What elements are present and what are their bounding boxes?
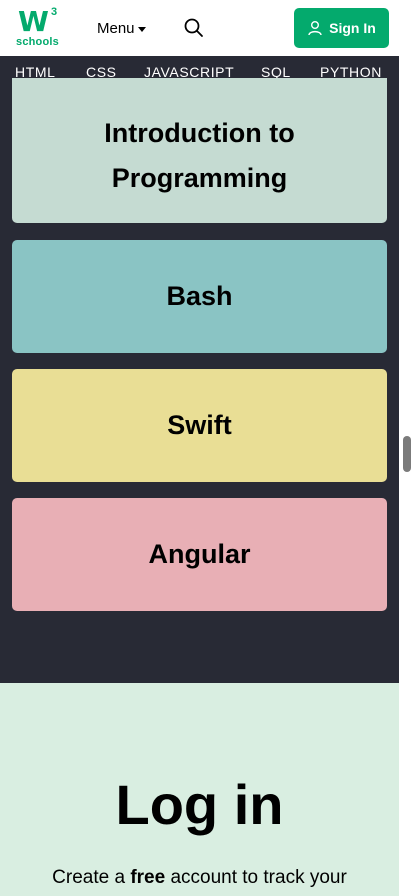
login-subtitle: Create a free account to track your xyxy=(0,864,399,892)
course-card-angular[interactable]: Angular xyxy=(12,498,387,611)
menu-label: Menu xyxy=(97,19,135,37)
course-card-swift[interactable]: Swift xyxy=(12,369,387,482)
login-subtitle-bold: free xyxy=(130,867,166,888)
nav-item-javascript[interactable]: JAVASCRIPT xyxy=(144,64,235,80)
caret-down-icon xyxy=(137,26,146,32)
sign-in-label: Sign In xyxy=(329,20,376,36)
w3schools-logo[interactable]: W 3 schools xyxy=(16,5,60,49)
login-subtitle-pre: Create a xyxy=(52,867,131,888)
nav-item-css[interactable]: CSS xyxy=(86,64,117,80)
course-card-bash[interactable]: Bash xyxy=(12,240,387,353)
page: W 3 schools Menu Sign In HTML CSS JAVASC… xyxy=(0,0,399,896)
logo-wordmark: schools xyxy=(16,36,59,48)
logo-superscript: 3 xyxy=(51,6,58,18)
login-section xyxy=(0,683,399,896)
menu-button[interactable]: Menu xyxy=(97,17,146,39)
card-title-line2: Programming xyxy=(111,162,288,193)
card-title: Bash xyxy=(166,281,233,311)
nav-item-python[interactable]: PYTHON xyxy=(320,64,382,80)
card-title: Angular xyxy=(148,539,251,569)
search-icon[interactable] xyxy=(183,17,205,39)
nav-item-html[interactable]: HTML xyxy=(15,64,56,80)
card-title: Swift xyxy=(167,410,232,440)
login-title: Log in xyxy=(115,773,284,836)
nav-item-sql[interactable]: SQL xyxy=(261,64,291,80)
sign-in-button[interactable]: Sign In xyxy=(294,8,389,48)
login-subtitle-post: account to track your xyxy=(165,867,347,888)
scrollbar-thumb[interactable] xyxy=(403,436,411,472)
user-icon xyxy=(308,21,322,36)
logo-mark: W xyxy=(18,5,49,38)
top-header: W 3 schools Menu Sign In xyxy=(0,0,399,56)
course-card-intro-programming[interactable]: Introduction to Programming xyxy=(12,78,387,223)
card-title-line1: Introduction to xyxy=(104,117,295,148)
